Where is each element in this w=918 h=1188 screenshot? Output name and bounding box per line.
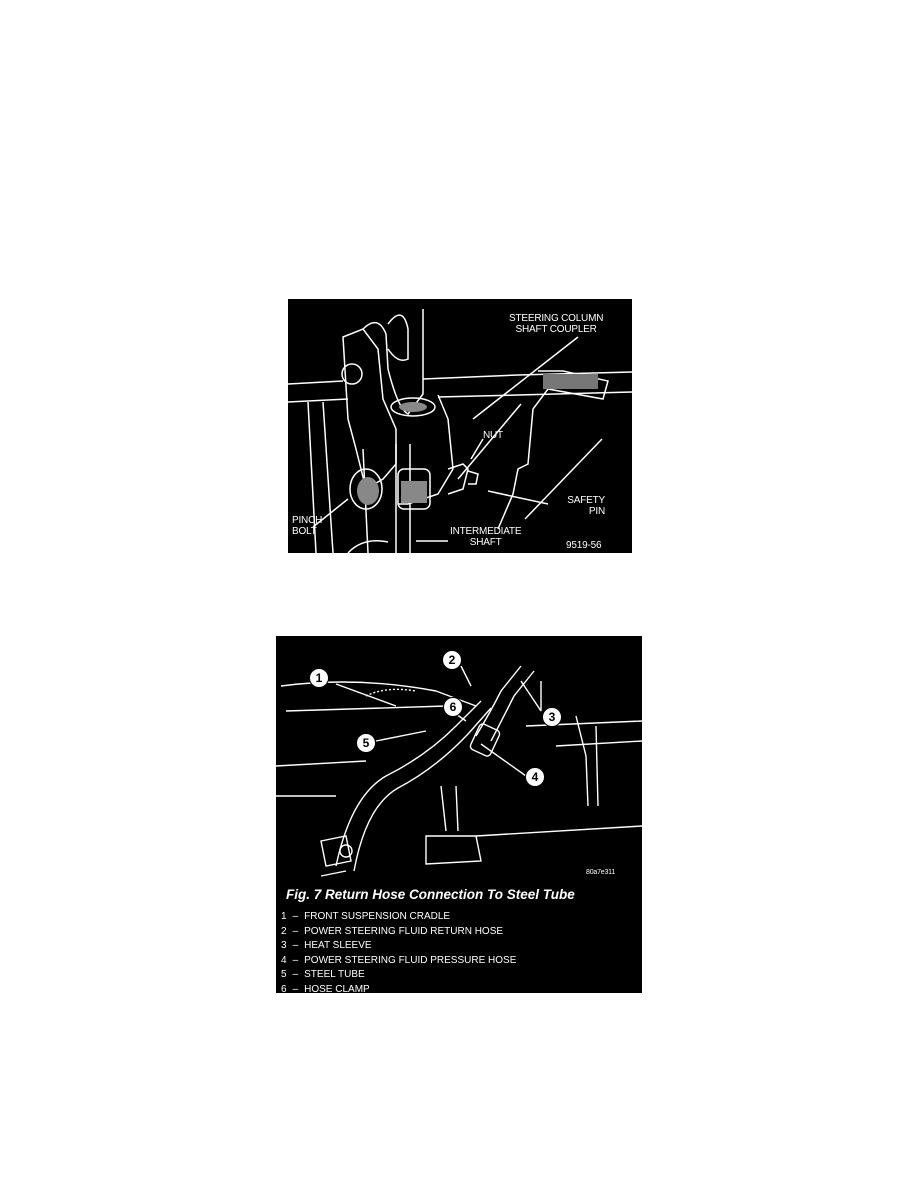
intermediate-line1: INTERMEDIATE	[450, 526, 522, 537]
callout-2: 2	[442, 650, 462, 670]
legend-dash: –	[292, 954, 299, 966]
legend-dash: –	[292, 925, 299, 937]
callout-6: 6	[443, 697, 463, 717]
figure-caption: Fig. 7 Return Hose Connection To Steel T…	[286, 887, 575, 902]
callout-1: 1	[309, 668, 329, 688]
coupler-line-art	[288, 309, 632, 553]
legend-text: HEAT SLEEVE	[304, 940, 372, 952]
legend-dash: –	[292, 940, 299, 952]
legend-num: 3	[281, 940, 287, 952]
callout-3: 3	[542, 707, 562, 727]
figure-code: 80a7e311	[586, 869, 616, 876]
legend-num: 2	[281, 925, 287, 937]
intermediate-shaft-label: INTERMEDIATE SHAFT	[450, 526, 522, 548]
steering-coupler-illustration: STEERING COLUMN SHAFT COUPLER NUT SAFETY…	[288, 299, 632, 553]
pinch-bolt-line1: PINCH	[292, 515, 323, 526]
return-hose-figure: 1 2 3 4 5 6 80a7e311 Fig. 7 Return Hose …	[276, 636, 642, 993]
legend-item: 4–POWER STEERING FLUID PRESSURE HOSE	[281, 954, 516, 969]
intermediate-line2: SHAFT	[469, 537, 502, 548]
legend-text: POWER STEERING FLUID RETURN HOSE	[304, 925, 504, 937]
nut-label: NUT	[483, 430, 503, 441]
safety-pin-line1: SAFETY	[567, 495, 605, 506]
safety-pin-line2: PIN	[588, 506, 605, 517]
legend-num: 4	[281, 954, 287, 966]
legend-item: 2–POWER STEERING FLUID RETURN HOSE	[281, 925, 516, 940]
pinch-bolt-line2: BOLT	[292, 526, 317, 537]
legend-num: 5	[281, 969, 287, 981]
legend-dash: –	[292, 969, 299, 981]
legend-text: POWER STEERING FLUID PRESSURE HOSE	[304, 954, 517, 966]
callout-4: 4	[525, 767, 545, 787]
coupler-label-line1: STEERING COLUMN	[509, 313, 604, 324]
coupler-label-line2: SHAFT COUPLER	[515, 324, 597, 335]
legend-text: STEEL TUBE	[304, 969, 365, 981]
legend-text: HOSE CLAMP	[304, 983, 370, 993]
coupler-label: STEERING COLUMN SHAFT COUPLER	[509, 313, 603, 335]
safety-pin-label: SAFETY PIN	[567, 495, 605, 517]
legend-text: FRONT SUSPENSION CRADLE	[304, 911, 451, 922]
legend-num: 1	[281, 911, 287, 922]
legend-dash: –	[292, 911, 299, 922]
legend-dash: –	[292, 983, 299, 993]
callout-5: 5	[356, 733, 376, 753]
figure-code: 9519-56	[566, 540, 602, 551]
legend-item: 3–HEAT SLEEVE	[281, 939, 516, 954]
figure-legend: 1–FRONT SUSPENSION CRADLE 2–POWER STEERI…	[281, 910, 516, 993]
pinch-bolt-label: PINCH BOLT	[292, 515, 322, 537]
legend-item: 5–STEEL TUBE	[281, 968, 516, 983]
legend-item: 1–FRONT SUSPENSION CRADLE	[281, 910, 516, 925]
legend-item: 6–HOSE CLAMP	[281, 983, 516, 993]
hose-line-art	[276, 665, 642, 877]
legend-num: 6	[281, 983, 287, 993]
